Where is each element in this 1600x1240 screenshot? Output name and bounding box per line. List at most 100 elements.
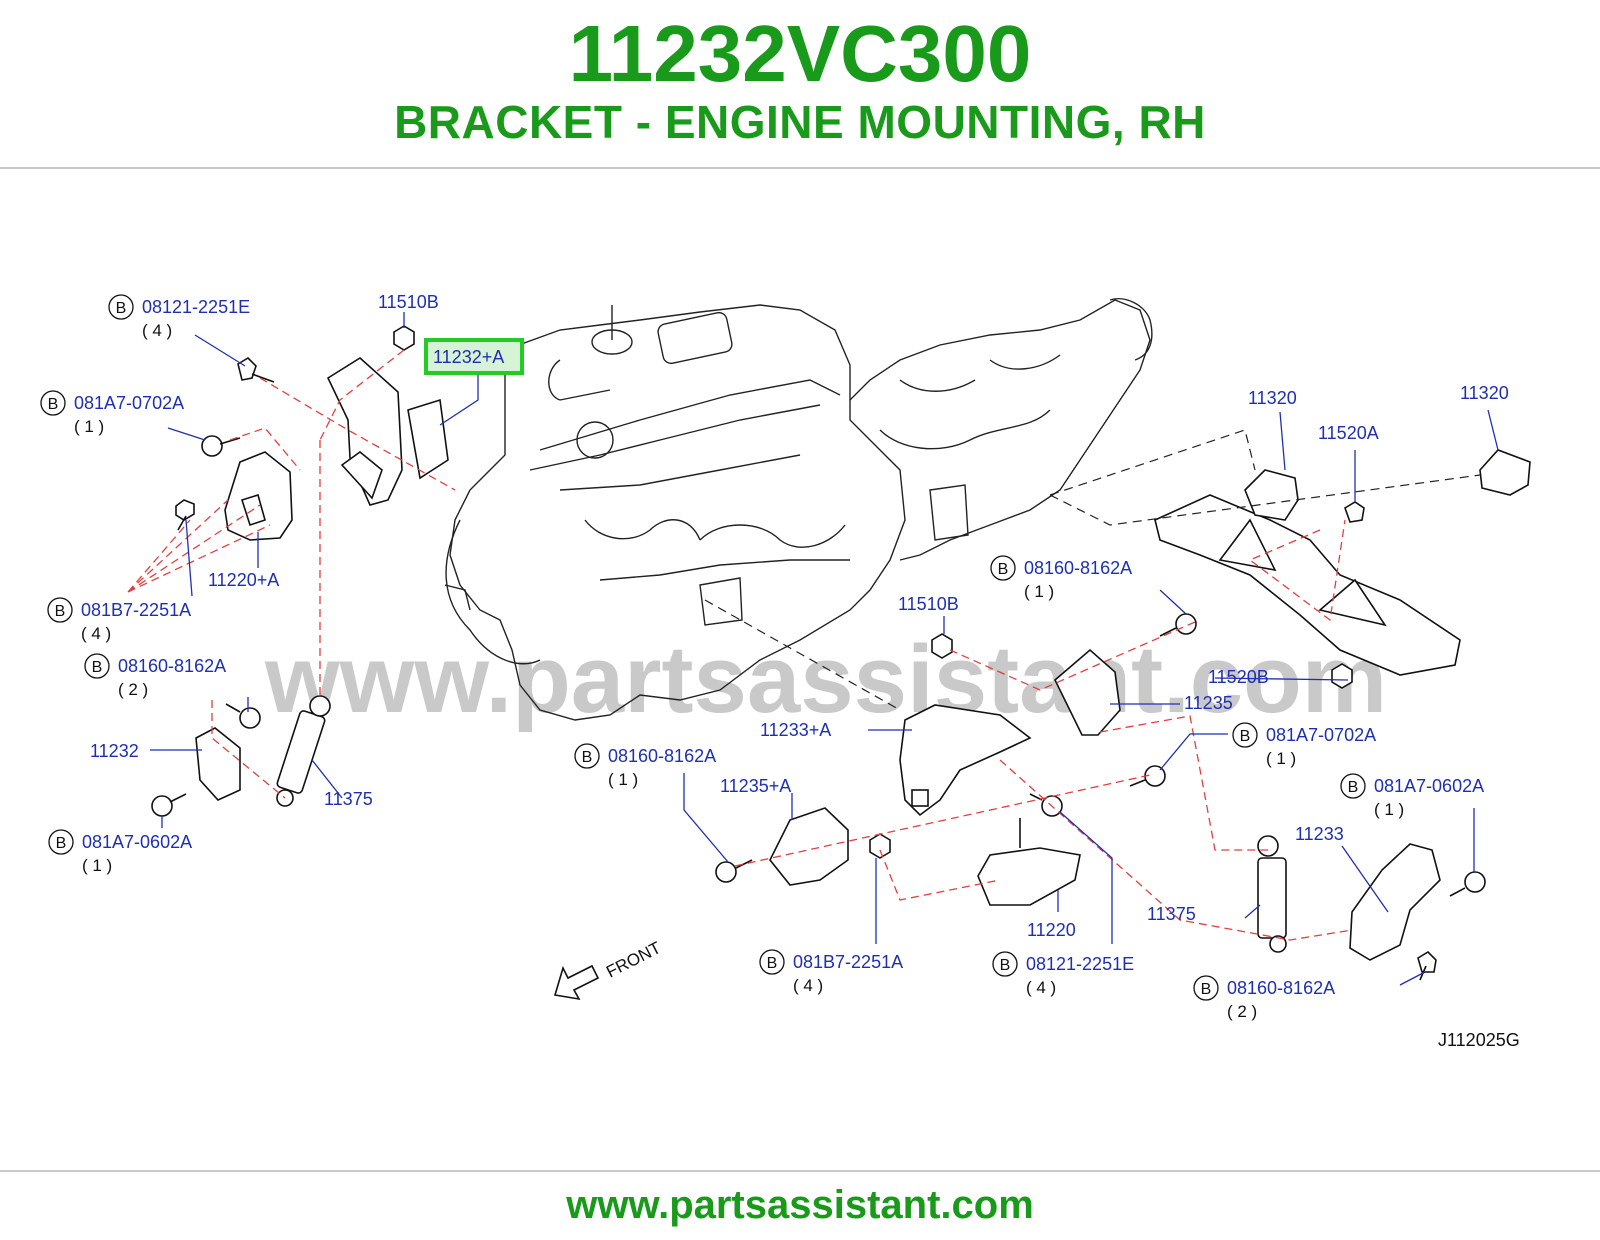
part-bolt-081a7-0602a-right[interactable] (1449, 871, 1486, 897)
part-nut-11510b-left[interactable] (393, 325, 415, 351)
part-insulator-11220[interactable] (977, 818, 1081, 906)
callout-c6[interactable]: B 081B7-2251A ( 4 ) (47, 597, 191, 643)
b-marker: B (1348, 779, 1359, 796)
callout-qty: ( 4 ) (81, 624, 111, 643)
callout-c5[interactable]: 11220+A (208, 570, 279, 590)
callout-label: 11232+A (433, 347, 504, 367)
part-bolt-08160-8162a-right[interactable] (1417, 950, 1437, 981)
callout-qty: ( 1 ) (1374, 800, 1404, 819)
part-bolt-08160-8162a-lower[interactable] (715, 859, 753, 883)
part-bolt-081a7-0702a-center[interactable] (1129, 765, 1166, 787)
callout-label: 081B7-2251A (81, 600, 191, 620)
callout-label: 08160-8162A (1227, 978, 1335, 998)
callout-c12[interactable]: 11320 (1460, 383, 1509, 403)
b-marker: B (998, 561, 1009, 578)
callout-c17[interactable]: 11235 (1184, 693, 1233, 713)
b-marker-icon (992, 951, 1018, 977)
assembly-lines (127, 349, 1353, 941)
callout-label: 081A7-0702A (74, 393, 184, 413)
part-number-title: 11232VC300 (568, 9, 1032, 98)
b-marker: B (48, 396, 59, 413)
callout-c24[interactable]: 11375 (1147, 904, 1196, 924)
part-shock-11375-right[interactable] (1257, 835, 1287, 953)
part-insulator-11220-plus-a[interactable] (224, 451, 293, 541)
callout-label: 11510B (378, 292, 439, 312)
callout-c2[interactable]: 11510B (378, 292, 439, 312)
callout-label: 11375 (1147, 904, 1196, 924)
header-divider (0, 167, 1600, 169)
callout-c3-highlighted[interactable]: 11232+A (424, 338, 524, 375)
part-shock-11375-left[interactable] (276, 695, 331, 807)
front-arrow-icon (553, 964, 600, 1001)
part-bracket-11233-plus-a[interactable] (899, 704, 1032, 817)
callout-c1[interactable]: B 08121-2251E ( 4 ) (108, 294, 250, 340)
part-bolt-081b7-2251a-center[interactable] (869, 833, 891, 859)
callout-c23[interactable]: 11233 (1295, 824, 1344, 844)
callout-c20[interactable]: B 08160-8162A ( 1 ) (574, 743, 716, 789)
part-bolt-08160-8162a-left[interactable] (225, 703, 261, 729)
header: 11232VC300 BRACKET - ENGINE MOUNTING, RH (0, 0, 1600, 170)
callout-label: 11220+A (208, 570, 279, 590)
callout-c27[interactable]: B 08121-2251E ( 4 ) (992, 951, 1134, 997)
footer-url[interactable]: www.partsassistant.com (566, 1183, 1034, 1227)
callout-c9[interactable]: 11375 (324, 789, 373, 809)
b-marker: B (767, 955, 778, 972)
callout-c14[interactable]: B 08160-8162A ( 1 ) (990, 555, 1132, 601)
callout-label: 11375 (324, 789, 373, 809)
callout-qty: ( 4 ) (142, 321, 172, 340)
callout-label: 08121-2251E (142, 297, 250, 317)
part-nut-11520b[interactable] (1331, 663, 1353, 689)
b-marker: B (55, 603, 66, 620)
callout-c28[interactable]: B 08160-8162A ( 2 ) (1193, 975, 1335, 1021)
callout-qty: ( 4 ) (1026, 978, 1056, 997)
b-marker-icon (990, 555, 1016, 581)
callout-c16[interactable]: 11520B (1208, 667, 1269, 687)
part-mount-11320-right[interactable] (1479, 449, 1531, 496)
callout-c13[interactable]: 11520A (1318, 423, 1379, 443)
b-marker-icon (759, 949, 785, 975)
b-marker-icon (47, 597, 73, 623)
front-label: FRONT (603, 938, 664, 982)
callout-c18[interactable]: 11233+A (760, 720, 831, 740)
part-bolt-08121-2251e-left[interactable] (237, 356, 275, 383)
diagram-code: J112025G (1438, 1030, 1520, 1050)
callout-c7[interactable]: B 08160-8162A ( 2 ) (84, 653, 226, 699)
callout-c11[interactable]: 11320 (1248, 388, 1297, 408)
callout-qty: ( 1 ) (608, 770, 638, 789)
part-bracket-11232[interactable] (195, 727, 241, 801)
callout-c10[interactable]: B 081A7-0602A ( 1 ) (48, 829, 192, 875)
watermark-text: www.partsassistant.com (264, 626, 1387, 733)
callout-label: 11320 (1248, 388, 1297, 408)
part-bracket-11232-plus-a[interactable] (326, 357, 449, 506)
part-bolt-081a7-0702a-left[interactable] (201, 435, 241, 457)
callout-c25[interactable]: 11220 (1027, 920, 1076, 940)
callout-label: 08160-8162A (118, 656, 226, 676)
callout-qty: ( 2 ) (118, 680, 148, 699)
callout-c21[interactable]: 11235+A (720, 776, 791, 796)
b-marker-icon (84, 653, 110, 679)
part-bolt-081a7-0602a-left[interactable] (151, 793, 187, 817)
part-insulator-11235-plus-a[interactable] (769, 807, 849, 886)
callout-c26[interactable]: B 081B7-2251A ( 4 ) (759, 949, 903, 995)
part-bolt-11520a[interactable] (1344, 501, 1365, 523)
front-indicator: FRONT (553, 938, 664, 1001)
part-crossmember[interactable] (1154, 494, 1461, 676)
leader-lines (150, 312, 1499, 986)
callout-qty: ( 1 ) (1024, 582, 1054, 601)
engine-illustration (444, 298, 1153, 721)
callout-c4[interactable]: B 081A7-0702A ( 1 ) (40, 390, 184, 436)
b-marker-icon (574, 743, 600, 769)
callout-c22[interactable]: B 081A7-0602A ( 1 ) (1340, 773, 1484, 819)
part-bracket-11235[interactable] (1054, 648, 1121, 736)
callout-c19[interactable]: B 081A7-0702A ( 1 ) (1232, 722, 1376, 768)
callout-label: 11320 (1460, 383, 1509, 403)
part-nut-11510b-center[interactable] (931, 633, 953, 659)
callout-c15[interactable]: 11510B (898, 594, 959, 614)
part-bracket-11233[interactable] (1349, 843, 1441, 961)
callout-c8[interactable]: 11232 (90, 741, 139, 761)
callout-label: 081A7-0602A (82, 832, 192, 852)
callout-label: 11220 (1027, 920, 1076, 940)
part-bolt-081b7-2251a-left[interactable] (175, 499, 195, 531)
callout-label: 11233+A (760, 720, 831, 740)
